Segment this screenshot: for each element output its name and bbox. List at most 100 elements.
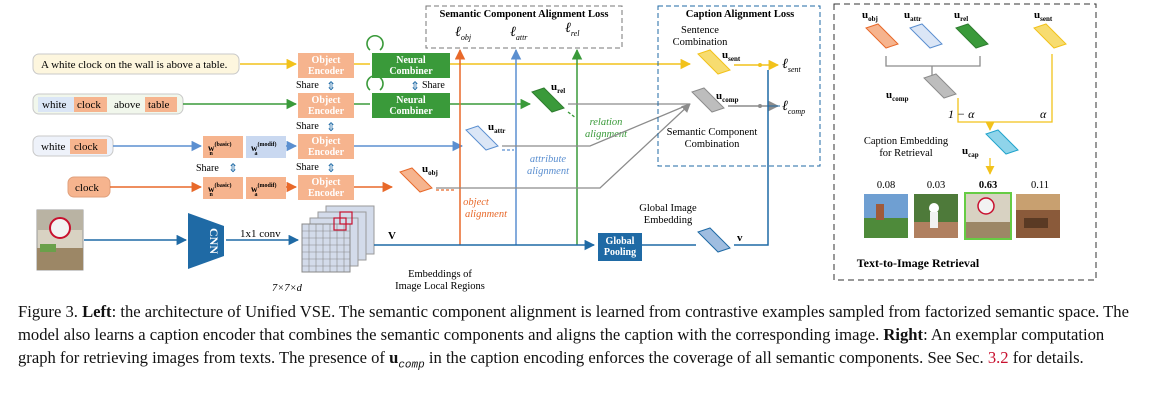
candidate-image-2 xyxy=(914,194,958,238)
svg-text:urel: urel xyxy=(954,9,968,23)
caption-right-bold: Right xyxy=(883,325,924,344)
svg-text:w(modif)a: w(modif)a xyxy=(251,182,277,198)
figure-caption: Figure 3. Left: the architecture of Unif… xyxy=(18,300,1143,377)
u-attr-vector xyxy=(465,125,502,151)
global-pooling-box xyxy=(598,233,642,261)
share-label-2: Share xyxy=(296,121,319,132)
svg-text:ℓrel: ℓrel xyxy=(565,21,580,38)
share-label-w: Share xyxy=(196,163,219,174)
svg-text:ℓobj: ℓobj xyxy=(455,25,472,42)
caption-right-text-1: : An exemplar computation graph for retr… xyxy=(18,325,1105,367)
input-sentence: A white clock on the wall is above a tab… xyxy=(41,59,228,71)
u-rel-vector xyxy=(531,87,568,113)
neural-combiner-1 xyxy=(372,53,450,78)
svg-text:⇕: ⇕ xyxy=(326,161,336,175)
score-3: 0.63 xyxy=(979,180,997,191)
svg-text:uattr: uattr xyxy=(904,9,921,23)
v-vec-label: v xyxy=(737,232,743,244)
semantic-loss-title: Semantic Component Alignment Loss xyxy=(440,9,609,20)
w-basic-box-2 xyxy=(203,177,243,199)
w-modif-box-2 xyxy=(246,177,286,199)
candidate-image-1 xyxy=(864,194,908,238)
cnn-block xyxy=(188,213,224,269)
object-encoders xyxy=(298,53,354,200)
rel-word-white: white xyxy=(42,99,67,111)
svg-text:w(modif)a: w(modif)a xyxy=(251,141,277,157)
svg-text:⇕: ⇕ xyxy=(410,79,420,93)
right-u-sent-vector xyxy=(1033,23,1070,49)
rel-word-above: above xyxy=(114,99,140,111)
grid-dims: 7×7×d xyxy=(272,283,303,294)
neural-combiner-2 xyxy=(372,93,450,118)
figure-diagram: A white clock on the wall is above a tab… xyxy=(32,3,1097,294)
svg-text:ucap: ucap xyxy=(962,145,979,159)
svg-text:ℓsent: ℓsent xyxy=(782,57,802,74)
svg-text:⇕: ⇕ xyxy=(326,79,336,93)
caption-loss-box xyxy=(657,5,821,167)
attr-word-white: white xyxy=(41,141,66,153)
obj-word-clock: clock xyxy=(75,182,99,194)
svg-text:⇕: ⇕ xyxy=(326,120,336,134)
rel-word-clock: clock xyxy=(77,99,101,111)
caption-right-text-3: for details. xyxy=(1012,348,1084,367)
semantic-loss-box xyxy=(425,5,623,49)
svg-text:uobj: uobj xyxy=(422,163,438,177)
svg-text:ucomp: ucomp xyxy=(716,90,739,104)
svg-text:uattr: uattr xyxy=(488,121,505,135)
svg-text:⇕: ⇕ xyxy=(228,161,238,175)
caption-fig-label: Figure 3. xyxy=(18,302,78,321)
score-1: 0.08 xyxy=(877,180,895,191)
svg-text:w(basic)n: w(basic)n xyxy=(208,141,232,157)
u-obj-vector xyxy=(399,167,436,193)
attr-word-clock: clock xyxy=(74,141,98,153)
rel-word-table: table xyxy=(148,99,169,111)
share-label-1: Share xyxy=(296,80,319,91)
caption-u-comp: ucomp xyxy=(389,348,425,372)
cnn-label: CNN xyxy=(207,228,221,254)
right-title: Text-to-Image Retrieval xyxy=(857,256,980,270)
caption-left-text: : the architecture of Unified VSE. The s… xyxy=(18,302,1129,344)
conv-label: 1x1 conv xyxy=(240,228,281,240)
svg-text:ℓcomp: ℓcomp xyxy=(782,99,805,116)
svg-text:w(basic)n: w(basic)n xyxy=(208,182,232,198)
w-modif-box-1 xyxy=(246,136,286,158)
caption-ref-link[interactable]: 3.2 xyxy=(987,348,1009,367)
candidate-image-4 xyxy=(1016,194,1060,238)
score-2: 0.03 xyxy=(927,180,945,191)
caption-loss-title: Caption Alignment Loss xyxy=(686,9,795,20)
svg-text:uobj: uobj xyxy=(862,9,878,23)
svg-text:urel: urel xyxy=(551,81,565,95)
v-label: V xyxy=(388,230,396,242)
share-label-3: Share xyxy=(296,162,319,173)
share-label-combiner: Share xyxy=(422,80,445,91)
caption-left-bold: Left xyxy=(82,302,112,321)
v-vector xyxy=(697,227,734,253)
svg-text:usent: usent xyxy=(722,49,741,63)
right-u-attr-vector xyxy=(909,23,946,49)
w-basic-box-1 xyxy=(203,136,243,158)
alpha: α xyxy=(1040,107,1047,121)
right-u-comp-vector xyxy=(923,73,960,99)
score-4: 0.11 xyxy=(1031,180,1049,191)
svg-text:ucomp: ucomp xyxy=(886,89,909,103)
feature-grid xyxy=(301,205,375,273)
right-u-rel-vector xyxy=(955,23,992,49)
u-sent-vector xyxy=(697,49,734,75)
caption-right-text-2: in the caption encoding enforces the cov… xyxy=(428,348,984,367)
u-comp-vector xyxy=(691,87,728,113)
